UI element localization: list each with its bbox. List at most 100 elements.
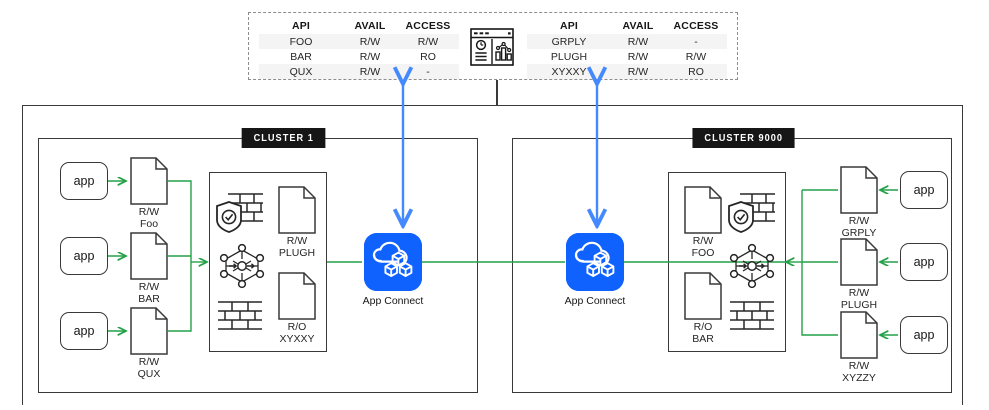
service-mesh-icon: [216, 243, 268, 294]
app-label: app: [913, 328, 935, 342]
document-label: R/W Foo: [109, 206, 189, 230]
document-access: R/W: [692, 235, 714, 247]
document-label: R/W BAR: [109, 281, 189, 305]
document-access: R/W: [848, 287, 870, 299]
cell-access: -: [694, 35, 698, 48]
cell-api: BAR: [290, 50, 312, 63]
table-row: FOO R/W R/W: [259, 34, 459, 49]
document-name: QUX: [137, 367, 161, 380]
column-header-api: API: [291, 20, 311, 32]
cluster-9000-document-plugh[interactable]: R/W PLUGH: [840, 238, 878, 310]
document-name: Foo: [139, 217, 159, 230]
api-table-right: API AVAIL ACCESS GRPLY R/W - PLUGH R/W R…: [527, 18, 727, 79]
cell-api: GRPLY: [551, 35, 587, 48]
cluster-9000-badge: CLUSTER 9000: [692, 128, 795, 148]
table-header-row: API AVAIL ACCESS: [259, 18, 459, 34]
document-access: R/W: [138, 281, 160, 293]
document-access: R/W: [848, 215, 870, 227]
cluster-1-api-document-plugh[interactable]: R/W PLUGH: [278, 186, 316, 258]
app-label: app: [73, 249, 95, 263]
cell-access: R/W: [685, 50, 707, 63]
document-access: R/O: [287, 321, 307, 333]
panel-connector-line: [496, 80, 498, 106]
cell-access: -: [426, 65, 430, 78]
cluster-9000-app-2[interactable]: app: [900, 243, 948, 281]
document-name: FOO: [691, 246, 715, 259]
cell-avail: R/W: [627, 35, 649, 48]
table-row: BAR R/W RO: [259, 49, 459, 64]
cluster-9000-app-1[interactable]: app: [900, 171, 948, 209]
cluster-1-app-3[interactable]: app: [60, 312, 108, 350]
cluster-9000-api-document-foo[interactable]: R/W FOO: [684, 186, 722, 258]
cluster-1-document-qux[interactable]: R/W QUX: [130, 307, 168, 379]
table-row: GRPLY R/W -: [527, 34, 727, 49]
cluster-1-app-connect-icon[interactable]: [364, 233, 422, 291]
cell-avail: R/W: [627, 50, 649, 63]
document-label: R/W PLUGH: [819, 287, 899, 311]
document-access: R/O: [693, 321, 713, 333]
cluster-1-badge: CLUSTER 1: [241, 128, 326, 148]
app-label: app: [913, 183, 935, 197]
cluster-1-app-1[interactable]: app: [60, 162, 108, 200]
cluster-9000-app-3[interactable]: app: [900, 316, 948, 354]
table-row: QUX R/W -: [259, 64, 459, 79]
service-mesh-icon: [726, 243, 778, 294]
firewall-shield-icon: [728, 190, 778, 239]
document-label: R/W PLUGH: [257, 235, 337, 259]
cell-api: PLUGH: [550, 50, 588, 63]
document-name: PLUGH: [840, 298, 878, 311]
document-access: R/W: [286, 235, 308, 247]
cluster-1-document-foo[interactable]: R/W Foo: [130, 157, 168, 229]
cell-avail: R/W: [359, 50, 381, 63]
app-label: app: [73, 324, 95, 338]
cluster-9000-document-xyzzy[interactable]: R/W XYZZY: [840, 311, 878, 383]
document-access: R/W: [138, 356, 160, 368]
document-label: R/O XYXXY: [257, 321, 337, 345]
cluster-9000-app-connect-icon[interactable]: [566, 233, 624, 291]
column-header-avail: AVAIL: [354, 20, 386, 32]
document-label: R/O BAR: [663, 321, 743, 345]
column-header-access: ACCESS: [405, 20, 451, 32]
cell-avail: R/W: [627, 65, 649, 78]
document-label: R/W XYZZY: [819, 360, 899, 384]
cell-avail: R/W: [359, 35, 381, 48]
column-header-avail: AVAIL: [622, 20, 654, 32]
cell-avail: R/W: [359, 65, 381, 78]
document-access: R/W: [138, 206, 160, 218]
cluster-1-api-document-xyxxy[interactable]: R/O XYXXY: [278, 272, 316, 344]
cell-api: XYXXY: [551, 65, 587, 78]
cluster-9000-document-grply[interactable]: R/W GRPLY: [840, 166, 878, 238]
api-table-left: API AVAIL ACCESS FOO R/W R/W BAR R/W RO …: [259, 18, 459, 79]
table-header-row: API AVAIL ACCESS: [527, 18, 727, 34]
dashboard-icon: [470, 28, 514, 66]
document-label: R/W FOO: [663, 235, 743, 259]
cluster-1-app-2[interactable]: app: [60, 237, 108, 275]
document-name: XYXXY: [279, 332, 315, 345]
document-name: PLUGH: [278, 246, 316, 259]
document-name: XYZZY: [842, 371, 876, 384]
cluster-1-document-bar[interactable]: R/W BAR: [130, 232, 168, 304]
document-name: BAR: [138, 292, 160, 305]
cluster-9000-app-connect-label: App Connect: [564, 295, 626, 307]
cell-api: FOO: [289, 35, 313, 48]
firewall-icon: [216, 297, 264, 344]
cluster-1-app-connect-label: App Connect: [362, 295, 424, 307]
column-header-access: ACCESS: [673, 20, 719, 32]
column-header-api: API: [559, 20, 579, 32]
document-label: R/W QUX: [109, 356, 189, 380]
document-name: BAR: [692, 332, 714, 345]
cell-access: R/W: [417, 35, 439, 48]
firewall-shield-icon: [216, 190, 266, 239]
app-label: app: [913, 255, 935, 269]
cell-access: RO: [688, 65, 704, 78]
cell-api: QUX: [289, 65, 313, 78]
document-name: GRPLY: [841, 226, 877, 239]
document-access: R/W: [848, 360, 870, 372]
document-label: R/W GRPLY: [819, 215, 899, 239]
firewall-icon: [728, 297, 776, 344]
cell-access: RO: [420, 50, 436, 63]
cluster-9000-api-document-bar[interactable]: R/O BAR: [684, 272, 722, 344]
table-row: PLUGH R/W R/W: [527, 49, 727, 64]
table-row: XYXXY R/W RO: [527, 64, 727, 79]
app-label: app: [73, 174, 95, 188]
